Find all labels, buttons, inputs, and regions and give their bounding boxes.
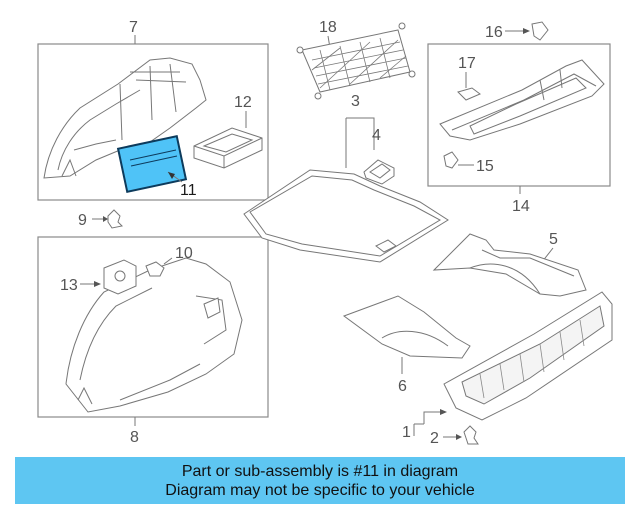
callout-16: 16 [485, 24, 503, 41]
callout-11: 11 [180, 182, 197, 199]
sill-trim-1: 1 2 [402, 291, 613, 447]
panel-5: 5 [432, 231, 587, 297]
callout-14: 14 [512, 198, 530, 215]
clip-9: 9 [78, 209, 124, 229]
group-7: 7 11 12 [37, 19, 269, 201]
hook-4 [363, 159, 395, 185]
panel-6: 6 [342, 295, 471, 395]
cover-13 [103, 259, 137, 295]
group-8-frame [37, 236, 269, 418]
callout-7: 7 [129, 19, 138, 36]
group-14-frame [427, 43, 611, 187]
lower-quarter-trim-panel [65, 257, 243, 413]
storage-box [193, 127, 263, 169]
callout-10: 10 [175, 245, 193, 262]
group-8: 8 13 10 [37, 236, 269, 446]
floor-board-3: 3 4 [243, 93, 449, 263]
callout-6: 6 [398, 378, 407, 395]
callout-12: 12 [234, 94, 252, 111]
upper-quarter-trim-panel [43, 57, 207, 179]
callout-9: 9 [78, 212, 87, 229]
cargo-net-18: 18 [296, 19, 416, 100]
group-14: 14 16 17 15 [427, 21, 611, 215]
part-11-highlighted [116, 135, 188, 193]
parts-diagram: 7 11 12 9 [37, 19, 613, 447]
info-banner: Part or sub-assembly is #11 in diagram D… [15, 457, 625, 504]
callout-4: 4 [372, 127, 381, 144]
banner-line-1: Part or sub-assembly is #11 in diagram [181, 463, 459, 480]
callout-1: 1 [402, 424, 411, 441]
callout-13: 13 [60, 277, 78, 294]
callout-15: 15 [476, 158, 494, 175]
tonneau-cover [439, 59, 605, 141]
group-7-frame [37, 43, 269, 201]
callout-8: 8 [130, 429, 139, 446]
clip-10 [145, 261, 165, 277]
banner-line-2: Diagram may not be specific to your vehi… [165, 482, 475, 499]
callout-5: 5 [549, 231, 558, 248]
callout-2: 2 [430, 430, 439, 447]
callout-18: 18 [319, 19, 337, 36]
callout-17: 17 [458, 55, 476, 72]
callout-3: 3 [351, 93, 360, 110]
